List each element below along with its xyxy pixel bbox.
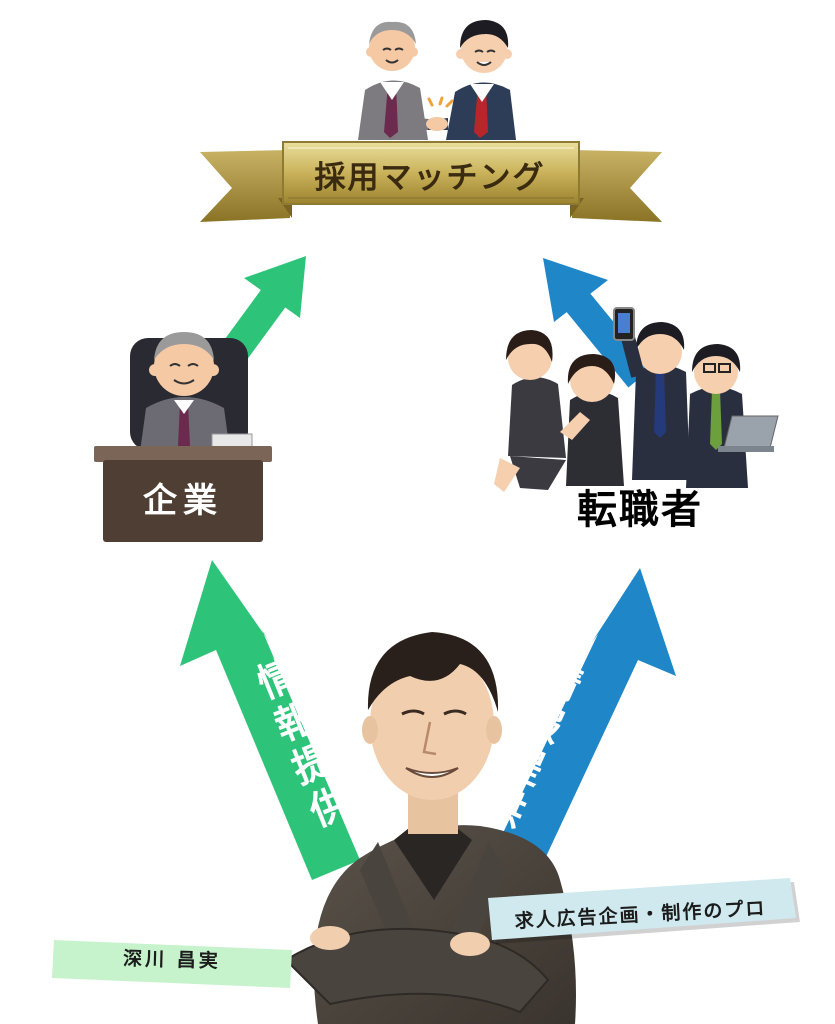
- company-illustration: [94, 332, 272, 542]
- person-portrait: [284, 632, 576, 1024]
- title-tag: [488, 878, 800, 944]
- handshake-illustration: [358, 20, 516, 140]
- jobseekers-label: 転職者: [577, 487, 703, 533]
- matching-banner-label: 採用マッチング: [314, 160, 546, 196]
- person-name-label: 深川 昌実: [122, 947, 222, 973]
- company-label: 企業: [143, 481, 223, 521]
- ribbon-banner: [200, 141, 662, 222]
- arrow-info-to-jobseekers: [492, 568, 676, 878]
- arrow-info-to-company: [180, 560, 360, 880]
- name-tag: [52, 940, 292, 988]
- jobseekers-illustration: [494, 307, 779, 492]
